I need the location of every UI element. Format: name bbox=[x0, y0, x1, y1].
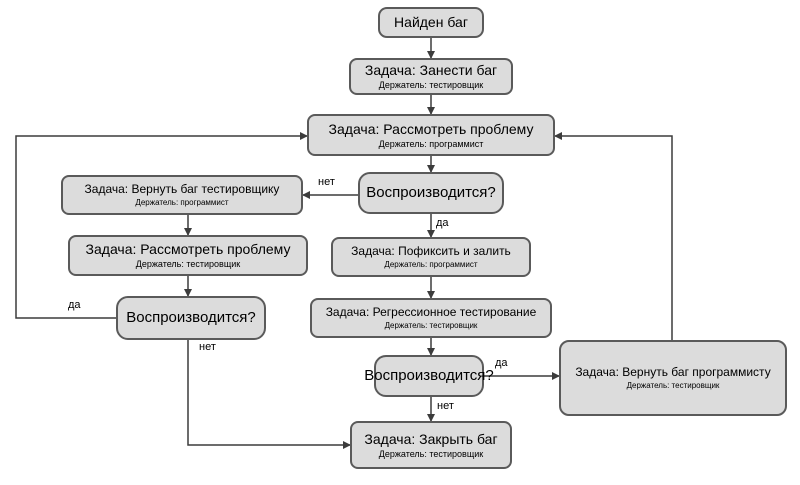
node-review-problem: Задача: Рассмотреть проблему Держатель: … bbox=[307, 114, 555, 156]
node-close-bug-holder: Держатель: тестировщик bbox=[378, 448, 484, 459]
node-return-to-tester-holder: Держатель: программист bbox=[135, 198, 229, 208]
edge-repro2-yes-to-review bbox=[15, 132, 308, 319]
node-bug-found: Найден баг bbox=[378, 7, 484, 38]
node-review-problem-tester-title: Задача: Рассмотреть проблему bbox=[85, 241, 291, 258]
edge-repro2-no-to-close bbox=[187, 340, 351, 449]
node-return-to-tester: Задача: Вернуть баг тестировщику Держате… bbox=[61, 175, 303, 215]
node-log-bug-title: Задача: Занести баг bbox=[364, 62, 498, 79]
node-return-to-programmer: Задача: Вернуть баг программисту Держате… bbox=[559, 340, 787, 416]
node-review-problem-title: Задача: Рассмотреть проблему bbox=[328, 120, 534, 137]
node-reproducible-3: Воспроизводится? bbox=[364, 355, 494, 397]
node-review-problem-tester: Задача: Рассмотреть проблему Держатель: … bbox=[68, 235, 308, 276]
node-bug-found-title: Найден баг bbox=[394, 14, 468, 31]
node-reproducible-2-title: Воспроизводится? bbox=[126, 309, 256, 327]
node-reproducible-1-title: Воспроизводится? bbox=[366, 184, 496, 202]
edge-label-repro2-yes: да bbox=[68, 299, 81, 311]
node-regression-testing-title: Задача: Регрессионное тестирование bbox=[325, 304, 537, 319]
edge-label-repro3-yes: да bbox=[495, 357, 508, 369]
node-regression-testing: Задача: Регрессионное тестирование Держа… bbox=[310, 298, 552, 338]
node-fix-and-deploy-title: Задача: Пофиксить и залить bbox=[351, 243, 511, 258]
node-review-problem-holder: Держатель: программист bbox=[378, 138, 484, 149]
node-return-to-tester-title: Задача: Вернуть баг тестировщику bbox=[84, 181, 280, 196]
node-return-to-programmer-title: Задача: Вернуть баг программисту bbox=[575, 364, 771, 379]
node-close-bug: Задача: Закрыть баг Держатель: тестировщ… bbox=[350, 421, 512, 469]
node-log-bug-holder: Держатель: тестировщик bbox=[378, 80, 484, 91]
node-close-bug-title: Задача: Закрыть баг bbox=[364, 430, 498, 447]
node-fix-and-deploy-holder: Держатель: программист bbox=[384, 260, 478, 270]
node-reproducible-2: Воспроизводится? bbox=[116, 296, 266, 340]
node-reproducible-3-title: Воспроизводится? bbox=[364, 367, 494, 385]
node-reproducible-1: Воспроизводится? bbox=[358, 172, 504, 214]
edge-label-repro3-no: нет bbox=[437, 400, 454, 412]
edge-label-repro1-yes: да bbox=[436, 217, 449, 229]
node-regression-testing-holder: Держатель: тестировщик bbox=[384, 321, 478, 331]
node-review-problem-tester-holder: Держатель: тестировщик bbox=[135, 259, 241, 270]
node-return-to-programmer-holder: Держатель: тестировщик bbox=[626, 381, 720, 391]
edge-label-repro1-no: нет bbox=[318, 176, 335, 188]
edge-return-programmer-to-review bbox=[554, 132, 673, 340]
node-log-bug: Задача: Занести баг Держатель: тестировщ… bbox=[349, 58, 513, 95]
node-fix-and-deploy: Задача: Пофиксить и залить Держатель: пр… bbox=[331, 237, 531, 277]
edge-label-repro2-no: нет bbox=[199, 341, 216, 353]
